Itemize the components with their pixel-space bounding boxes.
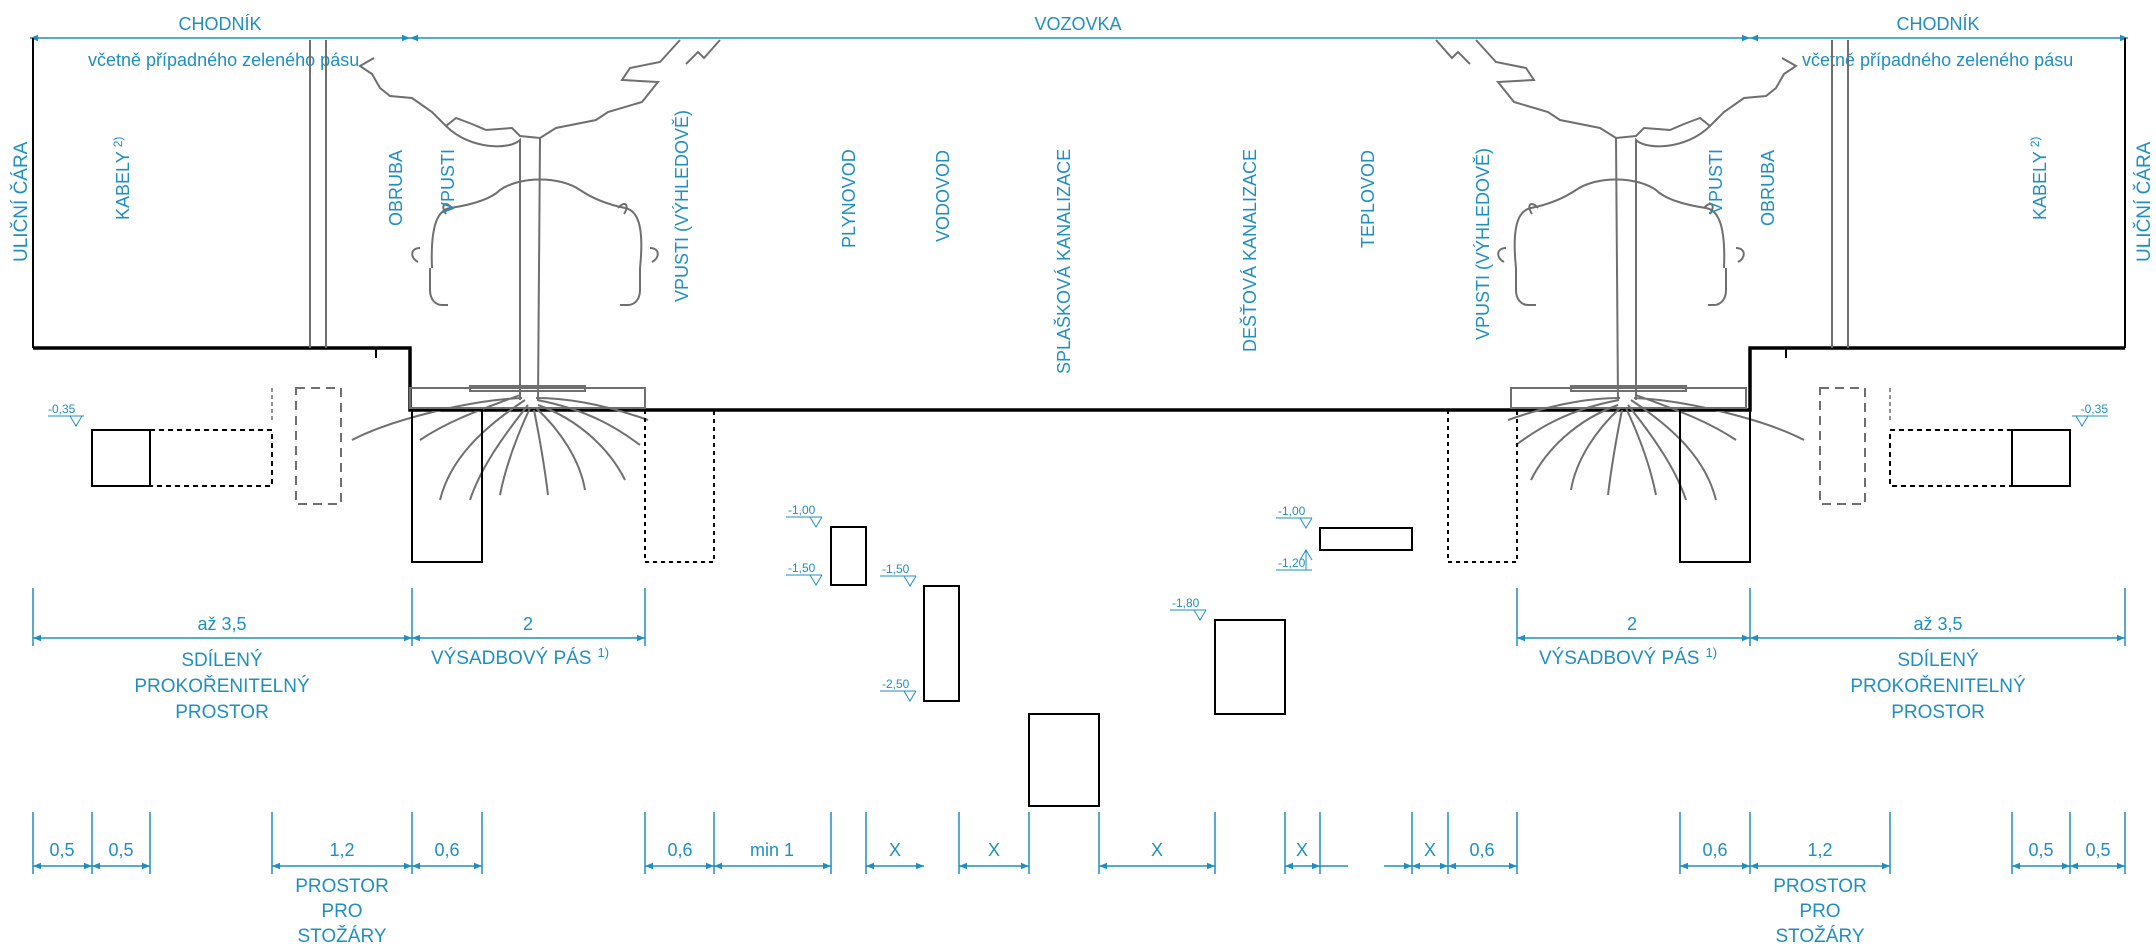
depth-marker: -0,35 xyxy=(2072,402,2109,427)
water-pipe-box xyxy=(923,585,960,702)
bottom-dimensions: 0,5 0,5 1,2 0,6 0,6 min 1 X X X X X 0,6 … xyxy=(32,812,2126,946)
street-outline xyxy=(32,38,2126,412)
mast-space-right xyxy=(1819,387,1866,505)
dim-0-5-c: 0,5 xyxy=(2028,840,2053,860)
shared-left-value: až 3,5 xyxy=(197,614,246,634)
water-label: VODOVOD xyxy=(933,150,953,242)
street-line-right-label: ULIČNÍ ČÁRA xyxy=(2133,141,2155,262)
middle-dimensions: až 3,5 SDÍLENÝ PROKOŘENITELNÝ PROSTOR 2 … xyxy=(32,588,2126,723)
cable-space-right xyxy=(1889,429,2012,487)
future-inlet-right xyxy=(1447,410,1518,563)
shared-right-line-3: PROSTOR xyxy=(1891,702,1985,723)
underground-elements xyxy=(91,387,2071,807)
planting-left-value: 2 xyxy=(523,614,533,634)
shared-left-line-3: PROSTOR xyxy=(175,702,269,723)
mast-right-line-3: STOŽÁRY xyxy=(1775,925,1864,946)
road-label: VOZOVKA xyxy=(1034,14,1121,34)
depth-storm-top: -1,80 xyxy=(1172,596,1200,610)
dim-x-5: X xyxy=(1424,840,1436,860)
dim-x-2: X xyxy=(988,840,1000,860)
vertical-labels: ULIČNÍ ČÁRA KABELY2) OBRUBA VPUSTI VPUST… xyxy=(10,110,2155,374)
dim-0-6-a: 0,6 xyxy=(434,840,459,860)
curb-right-label: OBRUBA xyxy=(1758,150,1778,226)
sewer-label: SPLAŠKOVÁ KANALIZACE xyxy=(1053,149,1074,374)
cable-box-left xyxy=(91,429,151,487)
shared-right-value: až 3,5 xyxy=(1913,614,1962,634)
mast-left-line-2: PRO xyxy=(321,901,362,922)
depth-gas-top: -1,00 xyxy=(788,503,816,517)
cable-space-left xyxy=(150,429,273,487)
dim-1-2-right: 1,2 xyxy=(1807,840,1832,860)
depth-marker: -1,00 xyxy=(786,503,823,528)
mast-space-left xyxy=(295,387,342,505)
future-inlet-left xyxy=(644,410,715,563)
dim-0-6-c: 0,6 xyxy=(1469,840,1494,860)
depth-water-top: -1,50 xyxy=(882,562,910,576)
depth-marker: -0,35 xyxy=(48,402,84,427)
gas-pipe-box xyxy=(830,526,867,586)
sidewalk-right-label: CHODNÍK xyxy=(1896,14,1979,34)
storm-label: DEŠŤOVÁ KANALIZACE xyxy=(1239,149,1260,352)
inlets-left-label: VPUSTI xyxy=(438,149,458,214)
cables-left-label: KABELY2) xyxy=(111,137,133,220)
depth-marker: -1,00 xyxy=(1276,504,1313,529)
depth-marker: -1,20 xyxy=(1276,549,1313,571)
depth-markers: -0,35 -0,35 -1,00 -1,50 -1,50 -2,50 xyxy=(48,402,2109,702)
mast-right-line-2: PRO xyxy=(1799,901,1840,922)
shared-right-line-1: SDÍLENÝ xyxy=(1897,650,1979,671)
dim-0-5-b: 0,5 xyxy=(108,840,133,860)
heat-pipe-box xyxy=(1319,527,1413,551)
gas-label: PLYNOVOD xyxy=(839,149,859,248)
dim-0-5-a: 0,5 xyxy=(49,840,74,860)
shared-right-line-2: PROKOŘENITELNÝ xyxy=(1850,675,2026,697)
dim-0-6-b: 0,6 xyxy=(667,840,692,860)
inlets-future-right-label: VPUSTI (VÝHLEDOVĚ) xyxy=(1473,148,1493,340)
heat-label: TEPLOVOD xyxy=(1358,150,1378,248)
depth-marker: -1,50 xyxy=(786,561,823,586)
inlet-box-left xyxy=(411,409,483,563)
mast-right-line-1: PROSTOR xyxy=(1773,876,1867,897)
depth-water-bottom: -2,50 xyxy=(882,677,910,691)
depth-marker: -1,80 xyxy=(1170,596,1207,621)
cables-right-label: KABELY2) xyxy=(2028,137,2050,220)
mast-left-line-3: STOŽÁRY xyxy=(297,925,386,946)
dim-min-1: min 1 xyxy=(750,840,794,860)
street-line-left-label: ULIČNÍ ČÁRA xyxy=(10,141,32,262)
dim-0-5-d: 0,5 xyxy=(2085,840,2110,860)
sidewalk-left-label: CHODNÍK xyxy=(178,14,261,34)
dim-1-2-left: 1,2 xyxy=(329,840,354,860)
mast-left-line-1: PROSTOR xyxy=(295,876,389,897)
depth-marker: -2,50 xyxy=(880,677,917,702)
top-dimension-row: CHODNÍK včetně případného zeleného pásu … xyxy=(30,14,2128,70)
depth-gas-bottom: -1,50 xyxy=(788,561,816,575)
shared-left-line-1: SDÍLENÝ xyxy=(181,650,263,671)
planting-right-value: 2 xyxy=(1627,614,1637,634)
dim-x-3: X xyxy=(1151,840,1163,860)
depth-cable-left: -0,35 xyxy=(48,402,76,416)
curb-left-label: OBRUBA xyxy=(386,150,406,226)
depth-marker: -1,50 xyxy=(880,562,917,587)
shared-left-line-2: PROKOŘENITELNÝ xyxy=(134,675,310,697)
cable-box-right xyxy=(2011,429,2071,487)
depth-heat-bottom: -1,20 xyxy=(1278,556,1306,570)
depth-heat-top: -1,00 xyxy=(1278,504,1306,518)
tree-left xyxy=(351,39,721,501)
sidewalk-left-note: včetně případného zeleného pásu xyxy=(88,50,359,70)
depth-cable-right: -0,35 xyxy=(2081,402,2109,416)
inlets-right-label: VPUSTI xyxy=(1706,149,1726,214)
storm-box xyxy=(1214,619,1286,715)
dim-x-1: X xyxy=(889,840,901,860)
sewer-box xyxy=(1028,713,1100,807)
inlet-box-right xyxy=(1679,409,1751,563)
inlets-future-left-label: VPUSTI (VÝHLEDOVĚ) xyxy=(672,110,692,302)
dim-x-4: X xyxy=(1296,840,1308,860)
sidewalk-right-note: včetně případného zeleného pásu xyxy=(1802,50,2073,70)
dim-0-6-d: 0,6 xyxy=(1702,840,1727,860)
